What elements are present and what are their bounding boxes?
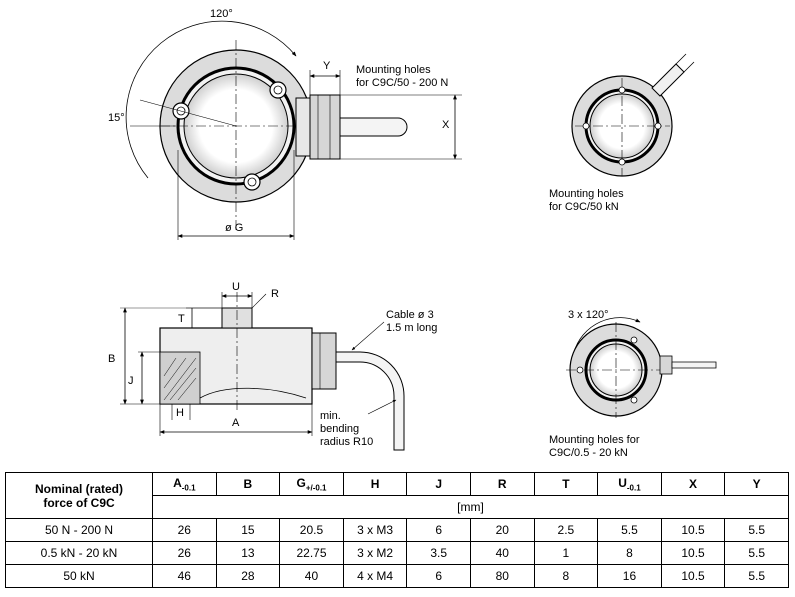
table-cell: 20: [469, 518, 535, 542]
mounting-hole: [269, 81, 287, 99]
column-header-a: A-0.1: [152, 472, 217, 496]
table-cell: 26: [152, 541, 217, 565]
table-cell: 6: [406, 518, 471, 542]
table-cell: 6: [406, 564, 471, 588]
angle-120-label: 120°: [210, 8, 233, 20]
table-cell: 10.5: [660, 541, 726, 565]
r-dimension-label: R: [271, 288, 279, 300]
table-cell: 40: [469, 541, 535, 565]
table-cell: 26: [152, 518, 217, 542]
bend-note-line2: bending: [320, 423, 359, 435]
bend-note-line3: radius R10: [320, 436, 373, 448]
cable-note-line1: Cable ø 3: [386, 309, 434, 321]
table-row: 50 N - 200 N 26 15 20.5 3 x M3 6 20 2.5 …: [5, 518, 789, 542]
table-row: 0.5 kN - 20 kN 26 13 22.75 3 x M2 3.5 40…: [5, 541, 789, 565]
table-cell: 3 x M3: [342, 518, 408, 542]
technical-drawing: 120° 15° Y X: [108, 8, 717, 459]
a-dimension-label: A: [232, 417, 240, 429]
angle-3x120-label: 3 x 120°: [568, 309, 608, 321]
mounting-note-line2: for C9C/50 - 200 N: [356, 77, 448, 89]
y-dimension-label: Y: [323, 60, 331, 72]
table-header-row: Nominal (rated) force of C9C A-0.1 B G+/…: [5, 472, 789, 519]
table-cell: 5.5: [597, 518, 662, 542]
table-cell: 4 x M4: [342, 564, 408, 588]
mounting-note-line1: Mounting holes: [356, 64, 431, 76]
table-cell: 8: [533, 564, 599, 588]
u-dimension-label: U: [232, 281, 240, 293]
table-cell: 10.5: [660, 564, 726, 588]
table-cell: 5.5: [724, 518, 789, 542]
force-cell: 50 kN: [5, 564, 153, 588]
column-header-h: H: [342, 472, 408, 496]
column-header-g: G+/-0.1: [279, 472, 344, 496]
table-cell: 46: [152, 564, 217, 588]
side-view: U R T B J H A Cable ø 3 1.5 m long min.: [108, 281, 437, 451]
h-dimension-label: H: [176, 407, 184, 419]
diameter-g-label: ø G: [225, 222, 243, 234]
column-header-x: X: [660, 472, 726, 496]
mounting-note-small-line2: C9C/0.5 - 20 kN: [549, 447, 628, 459]
table-cell: 5.5: [724, 564, 789, 588]
angle-15-label: 15°: [108, 112, 125, 124]
table-cell: 1: [533, 541, 599, 565]
column-header-t: T: [533, 472, 599, 496]
table-cell: 5.5: [724, 541, 789, 565]
force-column-header: Nominal (rated) force of C9C: [5, 472, 153, 519]
column-header-r: R: [469, 472, 535, 496]
column-header-b: B: [215, 472, 281, 496]
force-cell: 0.5 kN - 20 kN: [5, 541, 153, 565]
mounting-hole: [243, 173, 261, 191]
table-cell: 22.75: [279, 541, 344, 565]
mounting-note-50kn-line1: Mounting holes: [549, 188, 624, 200]
bend-note-line1: min.: [320, 410, 341, 422]
table-cell: 3.5: [406, 541, 471, 565]
x-dimension-label: X: [442, 119, 450, 131]
force-cell: 50 N - 200 N: [5, 518, 153, 542]
table-cell: 2.5: [533, 518, 599, 542]
dimensions-table: Nominal (rated) force of C9C A-0.1 B G+/…: [5, 472, 789, 588]
column-header-j: J: [406, 472, 471, 496]
table-row: 50 kN 46 28 40 4 x M4 6 80 8 16 10.5 5.5: [5, 564, 789, 588]
top-view-small: 3 x 120° Mounting holes for C9C/0.5 - 20…: [549, 309, 717, 459]
top-view-main: 120° 15° Y X: [108, 8, 462, 240]
table-cell: 10.5: [660, 518, 726, 542]
column-header-y: Y: [724, 472, 789, 496]
table-cell: 16: [597, 564, 662, 588]
mounting-note-50kn-line2: for C9C/50 kN: [549, 201, 619, 213]
table-cell: 40: [279, 564, 344, 588]
table-cell: 80: [469, 564, 535, 588]
top-view-50kn: Mounting holes for C9C/50 kN: [549, 53, 695, 213]
mounting-note-small-line1: Mounting holes for: [549, 434, 640, 446]
table-cell: 13: [215, 541, 281, 565]
table-cell: 3 x M2: [342, 541, 408, 565]
units-cell: [mm]: [152, 495, 789, 519]
b-dimension-label: B: [108, 353, 115, 365]
table-cell: 8: [597, 541, 662, 565]
table-cell: 20.5: [279, 518, 344, 542]
t-dimension-label: T: [178, 313, 185, 325]
table-cell: 28: [215, 564, 281, 588]
j-dimension-label: J: [128, 375, 134, 387]
table-cell: 15: [215, 518, 281, 542]
cable-note-line2: 1.5 m long: [386, 322, 437, 334]
column-header-u: U-0.1: [597, 472, 662, 496]
